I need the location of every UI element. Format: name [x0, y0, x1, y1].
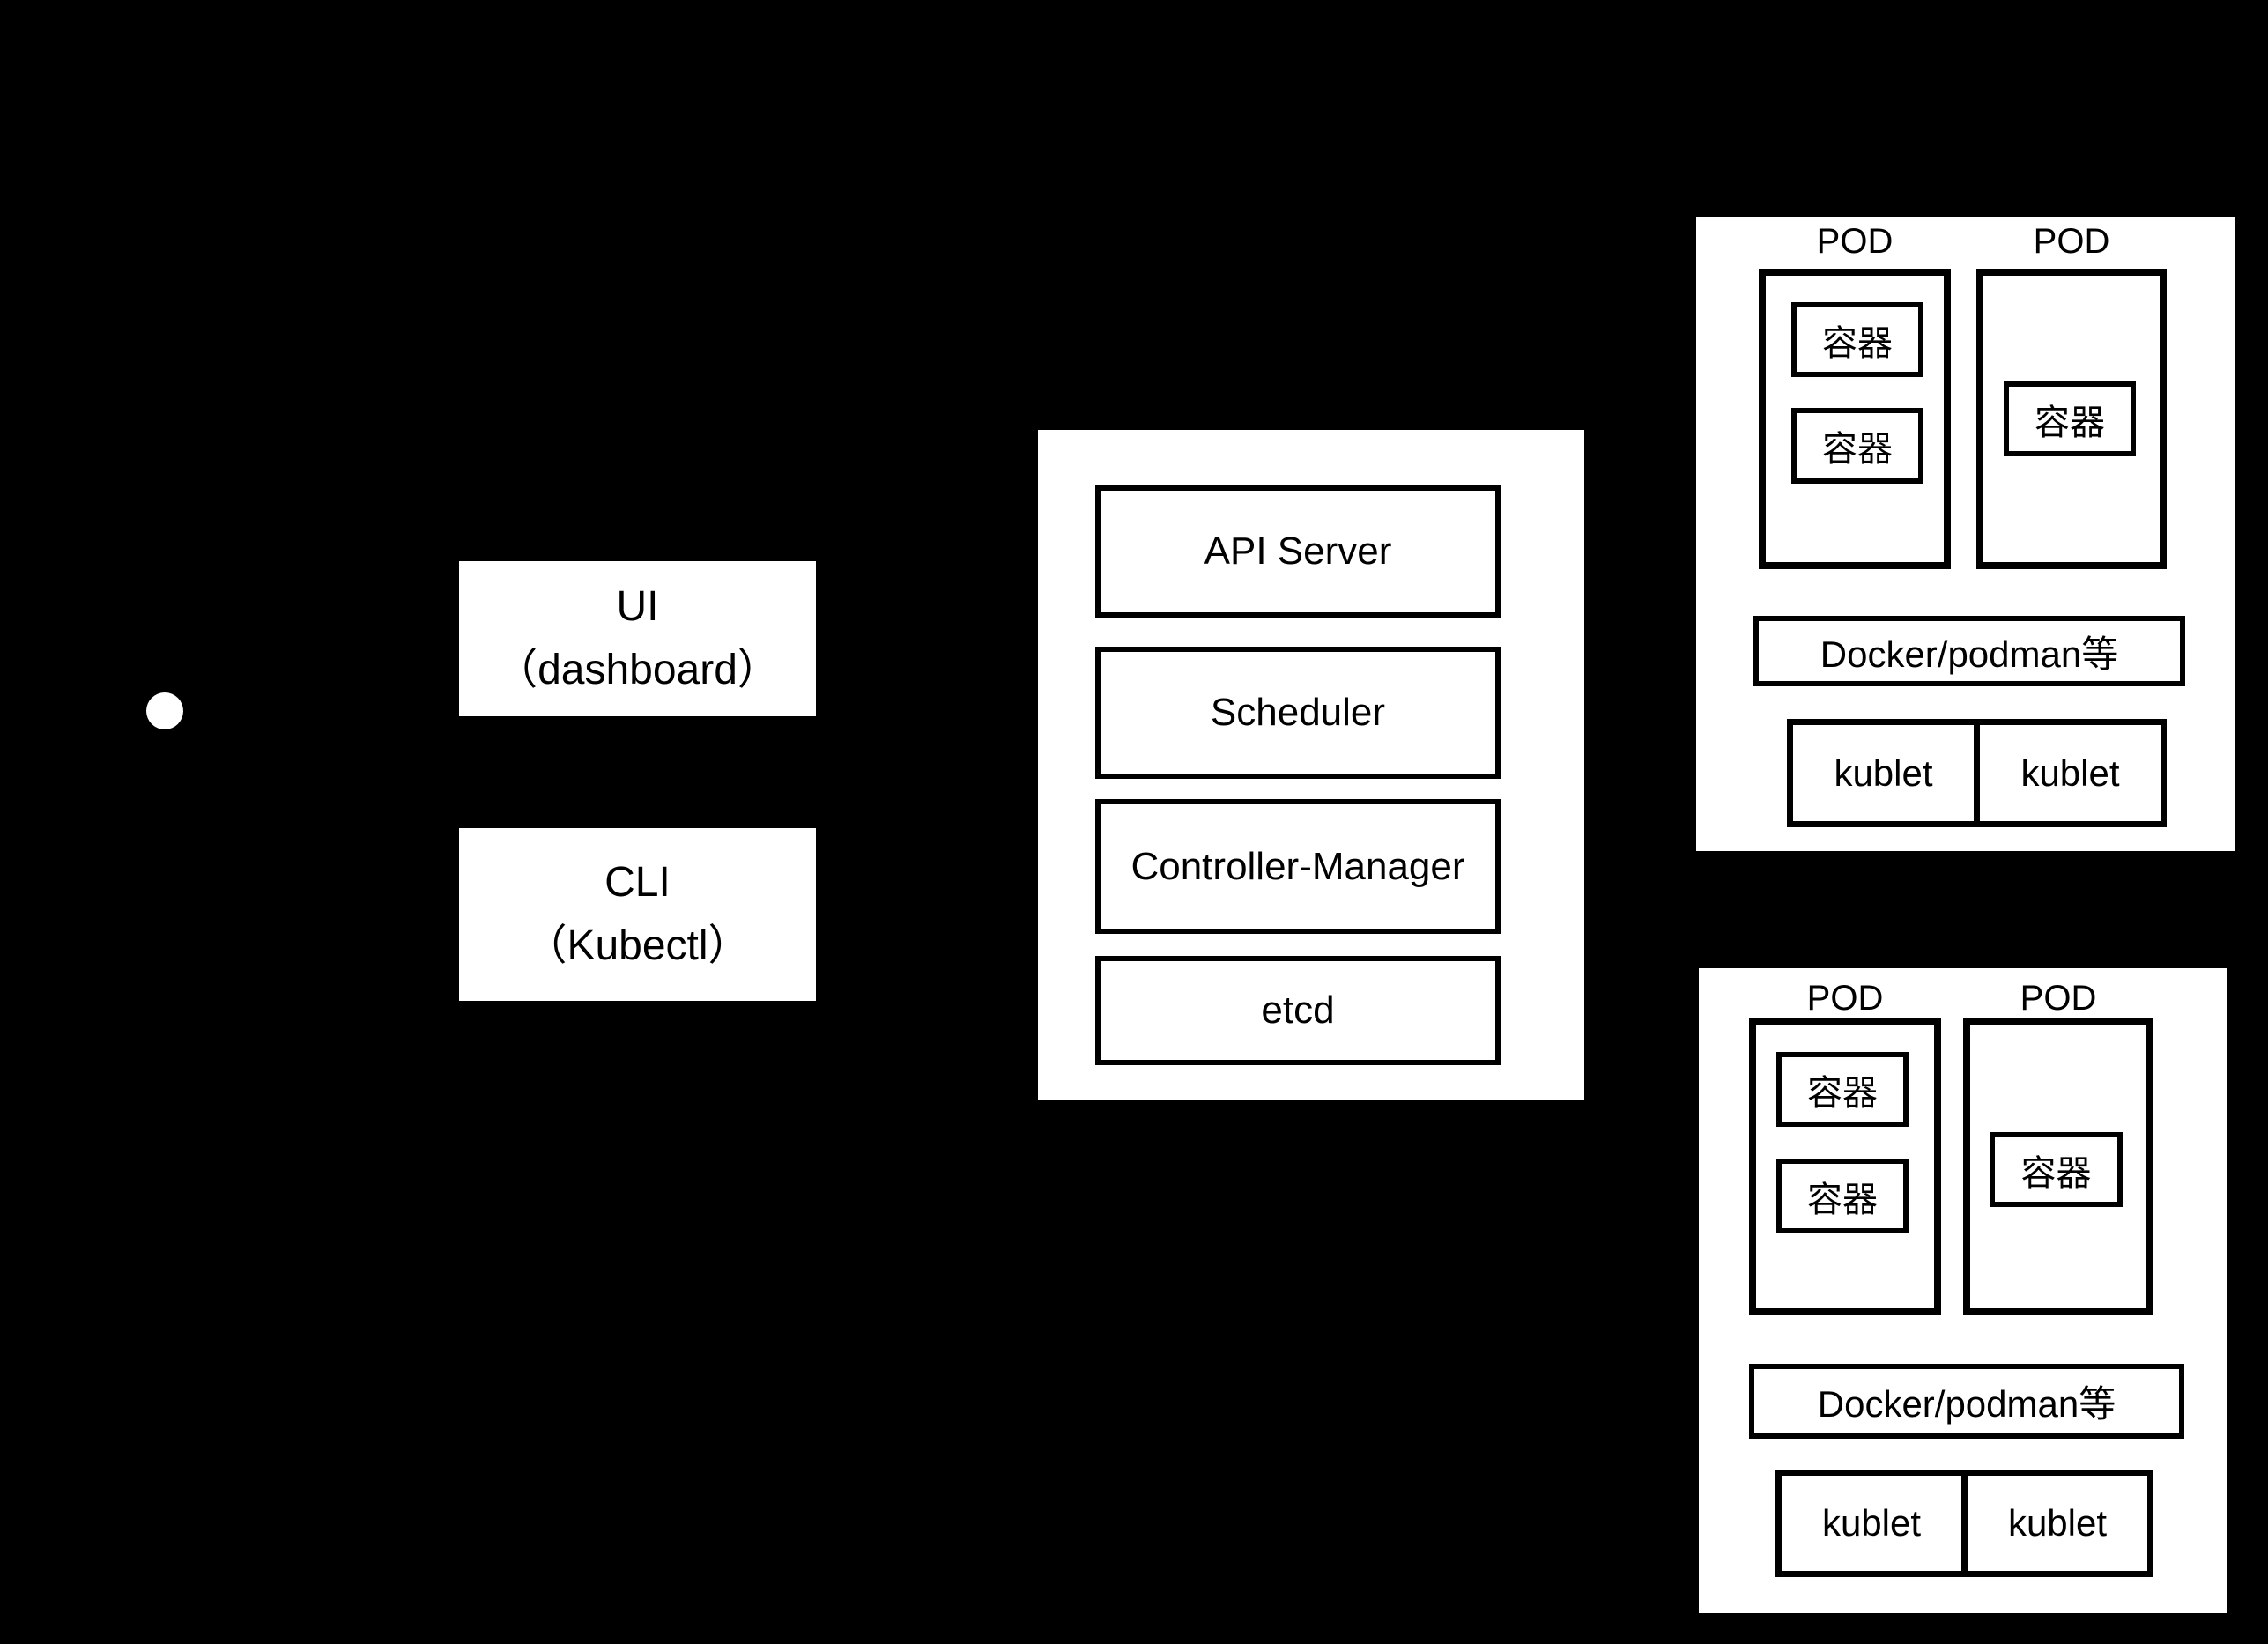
- controller-manager-box: Controller-Manager: [1095, 799, 1501, 934]
- container-runtime-label: Docker/podman等: [1817, 1383, 2116, 1425]
- api-server-box: API Server: [1095, 485, 1501, 618]
- container-runtime-box: Docker/podman等: [1749, 1364, 2184, 1439]
- pod-label: POD: [2033, 222, 2110, 261]
- api-server-label: API Server: [1204, 529, 1392, 573]
- ui-dashboard-line1: UI: [616, 583, 659, 630]
- kubelet-box: kublet: [1974, 725, 2161, 821]
- scheduler-box: Scheduler: [1095, 647, 1501, 779]
- kubelet-box: kublet: [1821, 1502, 1922, 1544]
- worker-node-panel-2: POD POD 容器 容器 容器 Docker/podman等 kublet k…: [1699, 968, 2227, 1613]
- etcd-box: etcd: [1095, 956, 1501, 1065]
- container-label: 容器: [2035, 403, 2105, 442]
- container-box: 容器: [2004, 381, 2136, 456]
- container-label: 容器: [2020, 1153, 2092, 1193]
- etcd-label: etcd: [1261, 989, 1335, 1032]
- container-box: 容器: [1791, 408, 1923, 484]
- cli-kubectl-line1: CLI: [604, 859, 671, 906]
- cli-kubectl-box: CLI （Kubectl）: [459, 828, 816, 1001]
- kubelet-row: kublet kublet: [1787, 719, 2167, 827]
- container-label: 容器: [1822, 323, 1893, 363]
- worker-node-panel-1: POD POD 容器 容器 容器 Docker/podman等 kublet k…: [1696, 217, 2235, 851]
- container-box: 容器: [1791, 302, 1923, 377]
- ui-dashboard-box: UI （dashboard）: [459, 561, 816, 716]
- kubelet-box: kublet: [1961, 1476, 2147, 1571]
- control-plane-panel: API Server Scheduler Controller-Manager …: [1038, 430, 1584, 1100]
- ui-dashboard-line2: （dashboard）: [495, 647, 780, 693]
- pod-label: POD: [1806, 979, 1884, 1018]
- controller-manager-label: Controller-Manager: [1130, 844, 1465, 888]
- container-label: 容器: [1807, 1073, 1878, 1113]
- container-label: 容器: [1822, 430, 1893, 469]
- pointer-dot: [146, 692, 183, 729]
- kubelet-row: kublet kublet: [1775, 1470, 2153, 1577]
- container-runtime-label: Docker/podman等: [1820, 633, 2119, 675]
- cli-kubectl-line2: （Kubectl）: [524, 922, 751, 969]
- kubelet-box: kublet: [1834, 752, 1933, 794]
- scheduler-label: Scheduler: [1210, 691, 1386, 734]
- container-box: 容器: [1990, 1132, 2123, 1207]
- container-box: 容器: [1776, 1159, 1909, 1233]
- container-label: 容器: [1807, 1180, 1878, 1219]
- pod-label: POD: [1816, 222, 1894, 261]
- pod-label: POD: [2020, 979, 2097, 1018]
- container-box: 容器: [1776, 1052, 1909, 1127]
- container-runtime-box: Docker/podman等: [1753, 616, 2185, 686]
